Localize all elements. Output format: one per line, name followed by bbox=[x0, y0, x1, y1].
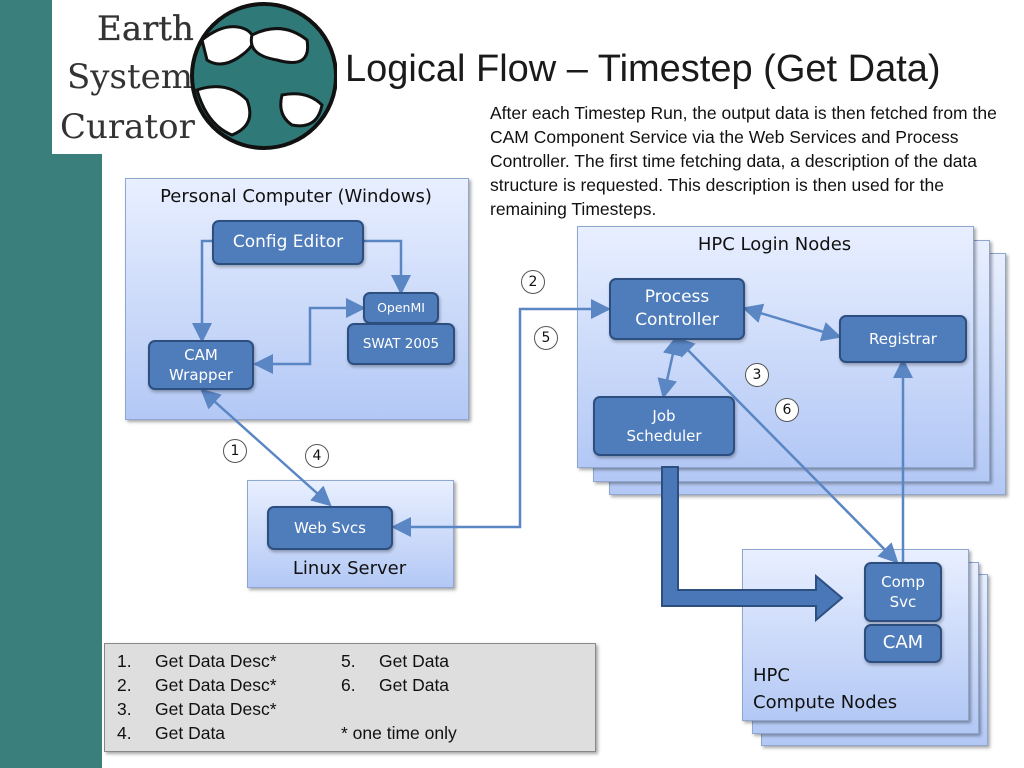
scheduler-dispatch-arrow bbox=[661, 466, 844, 623]
hpc-login-panel-label: HPC Login Nodes bbox=[697, 234, 852, 255]
step-legend: 1.Get Data Desc* 2.Get Data Desc* 3.Get … bbox=[104, 643, 596, 752]
pc-panel-label: Personal Computer (Windows) bbox=[160, 186, 432, 207]
cam-wrapper-node: CAM Wrapper bbox=[148, 340, 254, 390]
openmi-node: OpenMI bbox=[363, 292, 439, 324]
web-svcs-node: Web Svcs bbox=[267, 506, 393, 550]
comp-svc-node: Comp Svc bbox=[864, 562, 942, 622]
description-text: After each Timestep Run, the output data… bbox=[490, 103, 997, 219]
step-marker-4: 4 bbox=[305, 444, 329, 468]
arrow-wrapper-websvcs bbox=[200, 388, 332, 507]
compute-panel-label: HPC Compute Nodes bbox=[753, 665, 898, 713]
cam-node: CAM bbox=[864, 624, 942, 663]
step-marker-6: 6 bbox=[775, 398, 799, 422]
page-title: Logical Flow – Timestep (Get Data) bbox=[345, 48, 941, 90]
linux-server-panel-label: Linux Server bbox=[292, 558, 407, 579]
arrow-openmi-wrapper bbox=[253, 298, 366, 374]
step-marker-3: 3 bbox=[745, 363, 769, 387]
swat-node: SWAT 2005 bbox=[347, 323, 455, 365]
arrow-controller-scheduler bbox=[657, 335, 683, 399]
arrow-config-to-wrapper bbox=[192, 239, 212, 343]
logo-graphic: Earth System Curator bbox=[60, 2, 338, 150]
process-controller-node: Process Controller bbox=[609, 278, 745, 340]
step-marker-5: 5 bbox=[534, 326, 558, 350]
globe-icon bbox=[190, 2, 338, 150]
arrow-config-to-openmi bbox=[363, 239, 411, 295]
job-scheduler-node: Job Scheduler bbox=[593, 396, 735, 456]
arrow-controller-registrar bbox=[742, 303, 842, 342]
arrow-websvcs-controller bbox=[391, 299, 611, 537]
step-marker-1: 1 bbox=[223, 439, 247, 463]
logo-word-earth: Earth bbox=[97, 9, 194, 49]
registrar-node: Registrar bbox=[839, 315, 967, 363]
earth-system-curator-logo: Earth System Curator bbox=[52, 0, 338, 154]
config-editor-node: Config Editor bbox=[212, 220, 364, 265]
logo-word-curator: Curator bbox=[60, 107, 196, 147]
step-marker-2: 2 bbox=[521, 270, 545, 294]
logo-word-system: System bbox=[67, 57, 193, 97]
arrow-controller-compsvc bbox=[674, 336, 899, 564]
legend-note: * one time only bbox=[341, 723, 457, 743]
